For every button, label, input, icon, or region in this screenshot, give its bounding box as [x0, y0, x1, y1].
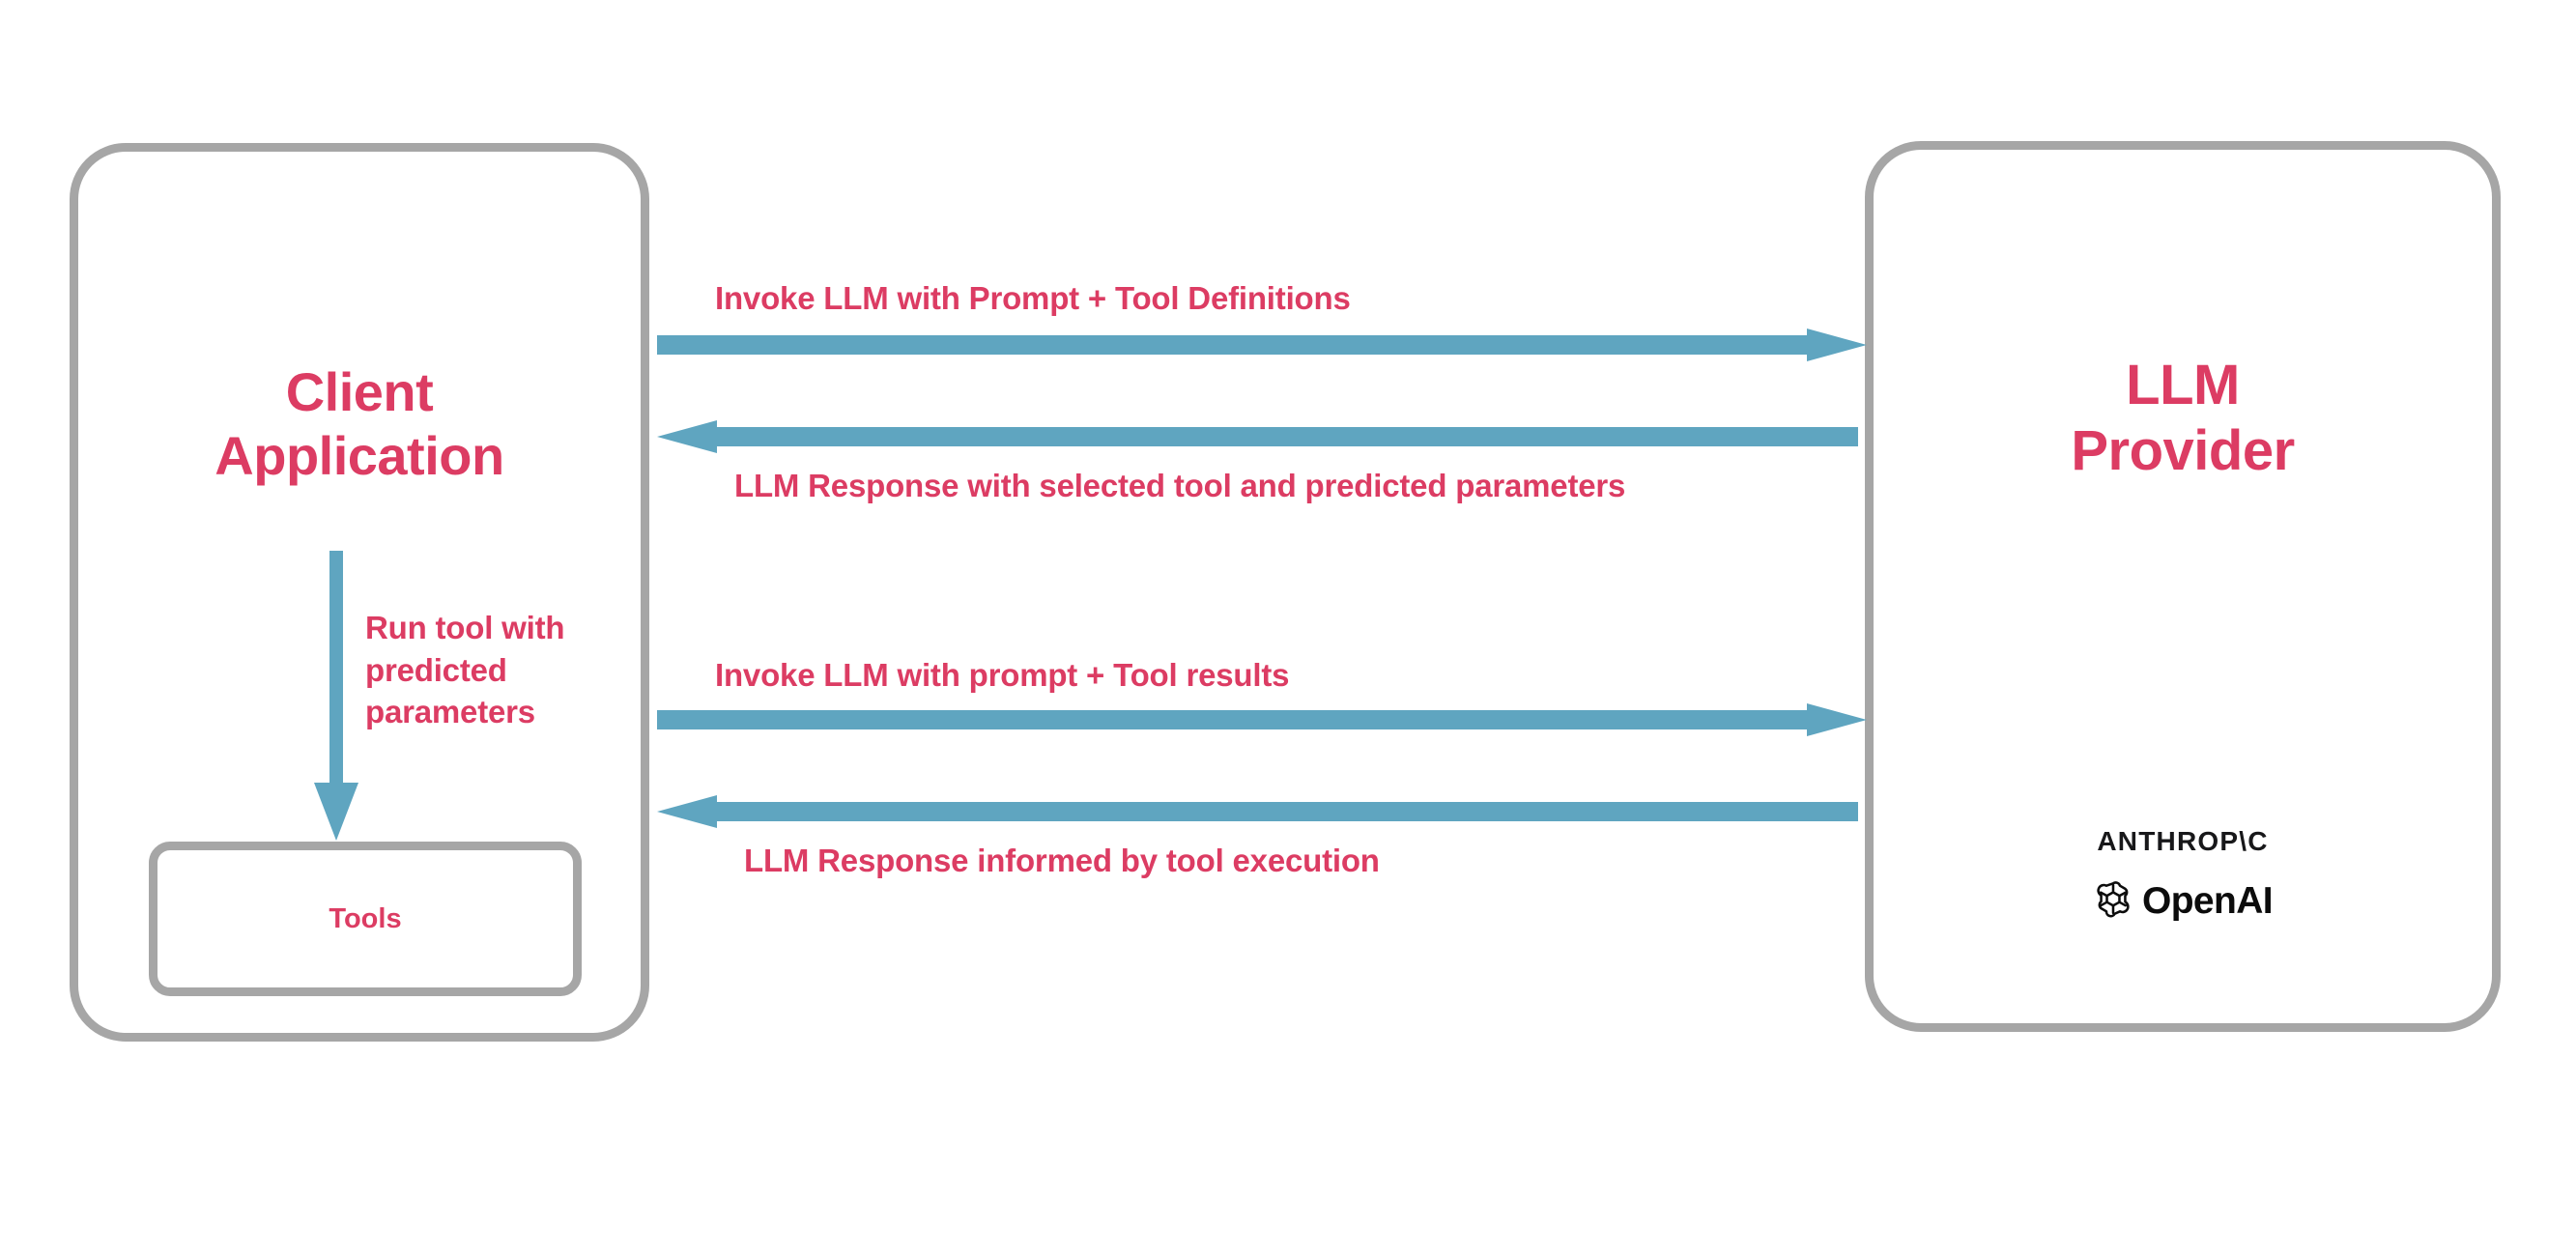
- message-arrow-4-left: [657, 795, 1858, 828]
- client-application-title: Client Application: [215, 361, 504, 487]
- message-label-1: Invoke LLM with Prompt + Tool Definition…: [715, 280, 1351, 316]
- openai-logo: OpenAI: [2093, 878, 2274, 924]
- message-arrow-1-right: [657, 329, 1867, 361]
- message-arrow-3-right: [657, 703, 1867, 736]
- message-label-3: Invoke LLM with prompt + Tool results: [715, 657, 1290, 693]
- anthropic-logo: ANTHROP\C: [2097, 826, 2269, 856]
- message-label-2: LLM Response with selected tool and pred…: [734, 468, 1626, 503]
- tools-label: Tools: [329, 902, 402, 934]
- openai-wordmark: OpenAI: [2141, 880, 2274, 922]
- message-arrow-2-left: [657, 420, 1858, 453]
- provider-brand-list: ANTHROP\C OpenAI: [1874, 826, 2492, 924]
- run-tool-arrow-down: [314, 551, 358, 841]
- message-label-4: LLM Response informed by tool execution: [744, 843, 1380, 878]
- llm-provider-node[interactable]: LLM Provider ANTHROP\C OpenAI: [1865, 141, 2501, 1032]
- openai-flower-icon: [2093, 878, 2133, 924]
- run-tool-label: Run tool with predicted parameters: [365, 610, 565, 730]
- client-application-node[interactable]: Client Application Tools: [70, 143, 649, 1042]
- tools-node[interactable]: Tools: [149, 842, 582, 996]
- llm-provider-title: LLM Provider: [2071, 354, 2295, 483]
